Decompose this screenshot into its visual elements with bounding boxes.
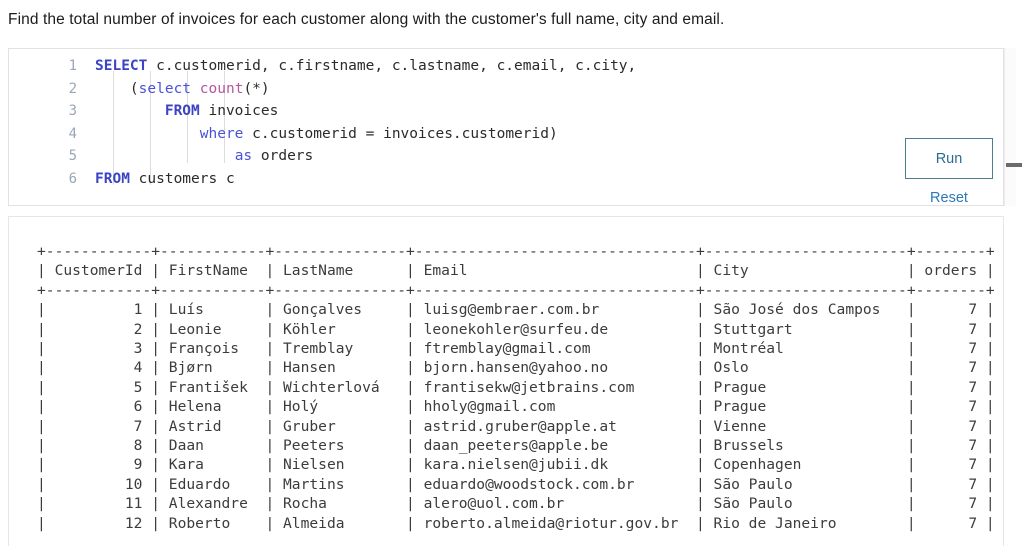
code-token bbox=[95, 148, 235, 164]
code-token: FROM bbox=[95, 170, 130, 187]
results-ascii-table: +------------+------------+-------------… bbox=[37, 243, 995, 532]
reset-link[interactable]: Reset bbox=[930, 190, 968, 206]
code-token: orders bbox=[252, 148, 314, 165]
code-token: count bbox=[199, 80, 244, 97]
code-line[interactable]: 1 SELECT c.customerid, c.firstname, c.las… bbox=[9, 55, 1003, 78]
code-line-text[interactable]: SELECT c.customerid, c.firstname, c.last… bbox=[95, 55, 636, 78]
code-token: (*) bbox=[243, 80, 270, 97]
code-token bbox=[191, 81, 200, 97]
code-token bbox=[95, 103, 165, 119]
code-token bbox=[95, 126, 200, 142]
line-number: 1 bbox=[68, 58, 77, 74]
code-line-text[interactable]: FROM customers c bbox=[95, 168, 235, 191]
code-token: SELECT bbox=[95, 58, 148, 74]
line-number: 2 bbox=[68, 80, 77, 97]
editor-scrollbar-thumb[interactable] bbox=[1006, 163, 1022, 167]
code-line-text[interactable]: where c.customerid = invoices.customerid… bbox=[95, 123, 558, 146]
code-token: as bbox=[234, 148, 253, 165]
editor-scrollbar-track[interactable] bbox=[1004, 48, 1016, 206]
code-line-text[interactable]: (select count(*) bbox=[95, 78, 270, 101]
code-line-text[interactable]: FROM invoices bbox=[95, 100, 279, 123]
code-line[interactable]: 2 (select count(*) bbox=[9, 78, 1003, 101]
results-panel: +------------+------------+-------------… bbox=[8, 216, 1004, 546]
code-line[interactable]: 3 FROM invoices bbox=[9, 100, 1003, 123]
line-number: 4 bbox=[68, 125, 77, 142]
code-token: ( bbox=[95, 80, 139, 97]
line-number: 6 bbox=[68, 170, 77, 187]
code-token: customers c bbox=[129, 170, 235, 187]
code-line[interactable]: 4 where c.customerid = invoices.customer… bbox=[9, 123, 1003, 146]
line-number: 3 bbox=[68, 103, 77, 120]
code-line-text[interactable]: as orders bbox=[95, 145, 314, 168]
code-token: c.customerid, c.firstname, c.lastname, c… bbox=[147, 58, 637, 74]
line-number: 5 bbox=[68, 148, 77, 165]
code-line[interactable]: 6 FROM customers c bbox=[9, 168, 1003, 191]
code-token: invoices bbox=[199, 103, 279, 120]
question-prompt: Find the total number of invoices for ea… bbox=[8, 11, 725, 28]
code-token: FROM bbox=[164, 103, 200, 120]
sql-editor-panel[interactable]: 1 SELECT c.customerid, c.firstname, c.las… bbox=[8, 48, 1004, 206]
sql-code-area[interactable]: 1 SELECT c.customerid, c.firstname, c.las… bbox=[9, 55, 1003, 191]
code-token: where bbox=[199, 125, 244, 142]
code-token: c.customerid = invoices.customerid) bbox=[243, 125, 558, 142]
code-line[interactable]: 5 as orders bbox=[9, 145, 1003, 168]
run-button[interactable]: Run bbox=[905, 138, 993, 179]
code-token: select bbox=[138, 80, 192, 97]
